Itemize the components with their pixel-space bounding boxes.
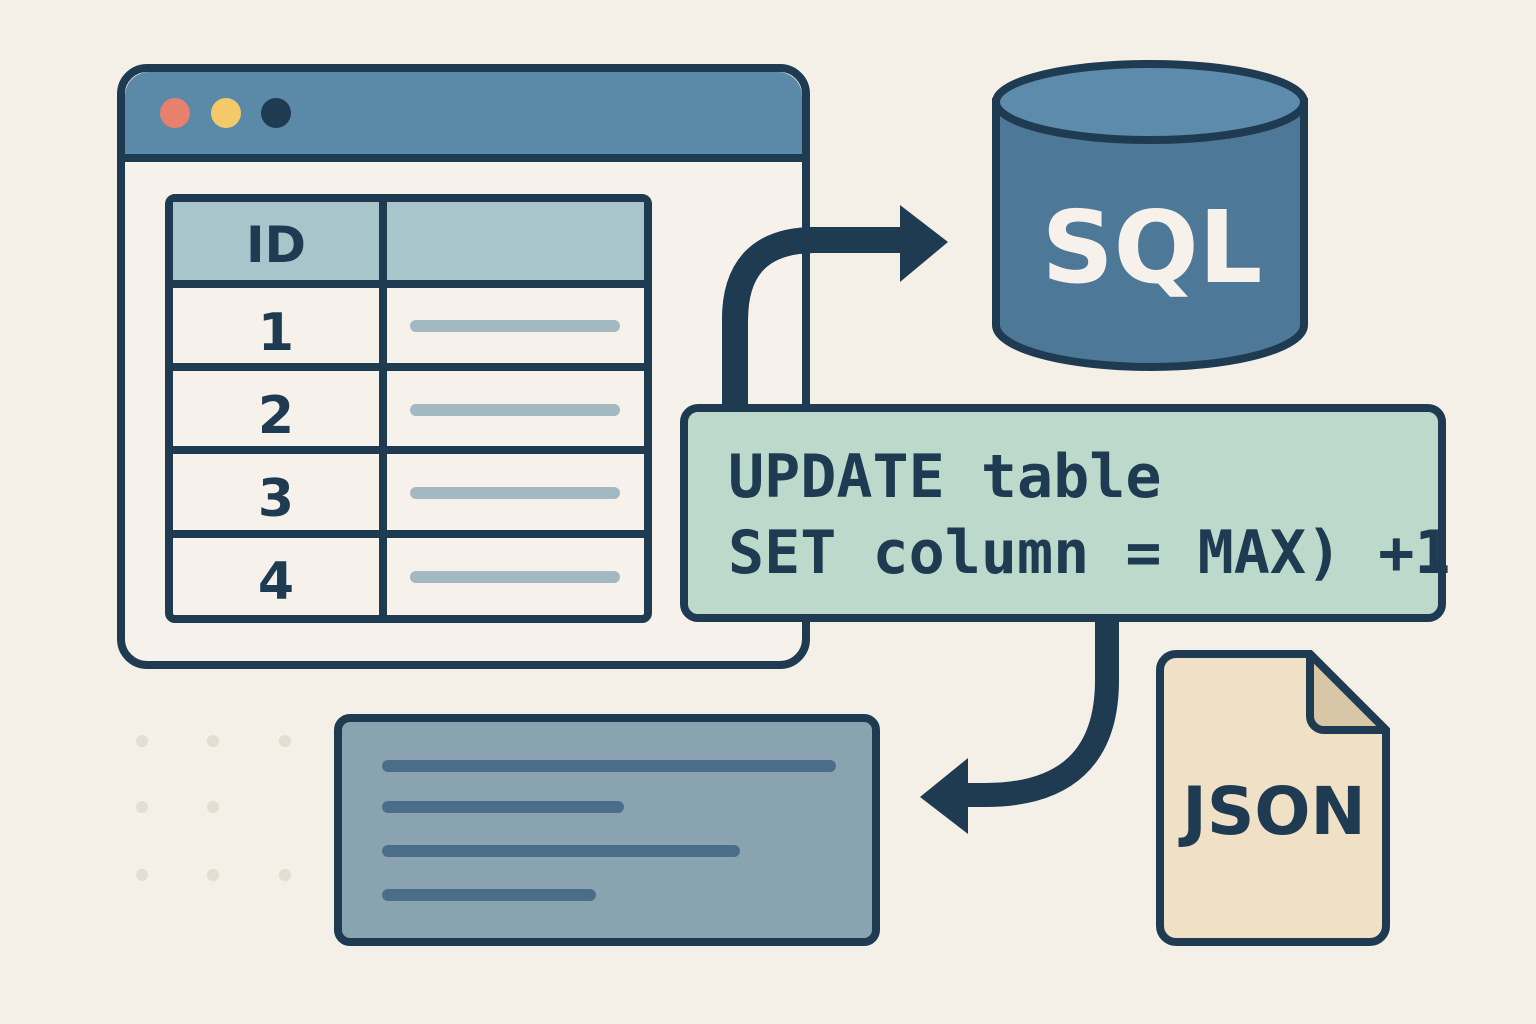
placeholder-cell-lines: [410, 320, 620, 583]
maximize-button[interactable]: [261, 98, 291, 128]
code-line-2: SET column = MAX) +1: [728, 518, 1450, 588]
arrow-to-output: [920, 618, 1119, 834]
sql-code-box: UPDATE table SET column = MAX) +1: [680, 404, 1450, 622]
table-cell-id: 4: [258, 552, 294, 612]
data-table: ID 1 2 3 4: [165, 194, 652, 623]
table-cell-id: 1: [258, 303, 294, 363]
arrow-to-database: [722, 205, 948, 408]
code-line-1: UPDATE table: [728, 442, 1161, 512]
minimize-button[interactable]: [211, 98, 241, 128]
database-label: SQL: [1042, 189, 1263, 306]
app-window: ID 1 2 3 4: [117, 64, 810, 669]
table-header: [173, 202, 644, 282]
sql-database-icon: SQL: [992, 60, 1308, 371]
close-button[interactable]: [160, 98, 190, 128]
table-cell-id: 3: [258, 469, 294, 529]
file-label: JSON: [1178, 773, 1365, 850]
json-file-icon: JSON: [1156, 650, 1390, 946]
output-panel: [334, 714, 880, 946]
table-header-id: ID: [246, 216, 306, 274]
table-cell-id: 2: [258, 386, 294, 446]
window-titlebar: [125, 72, 802, 158]
dot-grid: [136, 735, 291, 881]
